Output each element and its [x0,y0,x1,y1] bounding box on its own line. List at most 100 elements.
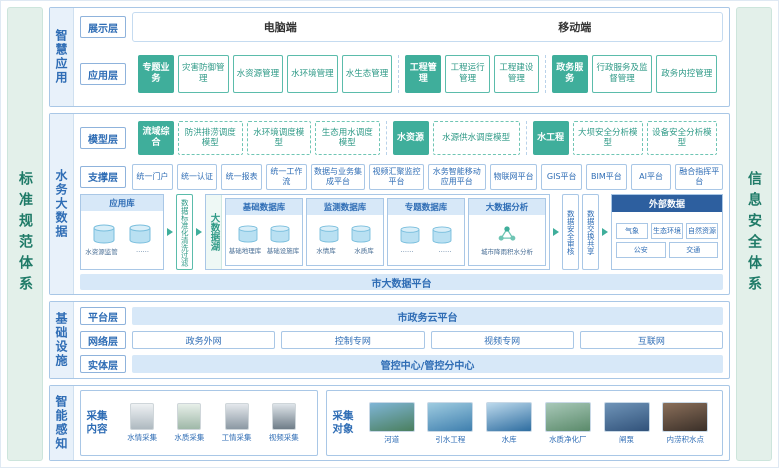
application-layer-label: 应用层 [80,63,126,85]
network-layer-row: 网络层 政务外网 控制专网 视频专网 互联网 [80,330,723,350]
target-item-sluice-pump: 闸泵 [603,401,650,445]
left-sidebar-standards-system: 标准规范体系 [7,7,43,461]
app-item-water-ecology: 水生态管理 [341,55,393,93]
group-head-engineering: 工程管理 [405,55,442,93]
support-item-iot-platform: 物联网平台 [489,163,538,190]
database-cylinder-icon [269,225,291,243]
application-database-panel: 应用库 水资源监管 …… [80,194,164,271]
section-label-smart-application: 智慧应用 [50,8,74,106]
collect-item-video: 视频采集 [269,403,299,443]
application-groups: 专题业务 灾害防御管理 水资源管理 水环境管理 水生态管理 工程管理 工程运行管… [132,55,723,93]
flow-arrow-icon [167,228,173,237]
water-diversion-photo [427,401,474,432]
app-item-disaster-defense: 灾害防御管理 [178,55,229,93]
big-data-lake-body: 基础数据库 基础地理库 基础设施库 [222,195,549,269]
target-item-caption: 水质净化厂 [549,434,587,444]
water-level-sensor-photo [130,403,155,430]
data-flow-row: 应用库 水资源监管 …… 数据标 [80,194,723,271]
base-database-panel: 基础数据库 基础地理库 基础设施库 [225,198,303,267]
database-cylinder-icon [350,225,372,243]
network-item-internet: 互联网 [579,331,723,349]
big-data-lake-title: 大数据湖 [206,195,222,270]
section-infrastructure: 基础设施 平台层 市政务云平台 网络层 政务外网 控制专网 视频专网 互联网 实… [49,301,730,379]
app-db-caption: …… [136,246,149,255]
support-item-unified-portal: 统一门户 [132,163,173,190]
collect-item-water-level: 水情采集 [127,403,157,443]
collect-item-engineering-status: 工情采集 [222,403,252,443]
model-group-basin: 流域综合 防洪排涝调度模型 水环境调度模型 生态用水调度模型 [132,121,386,156]
theme-database-title: 专题数据库 [388,199,464,216]
section-label-infrastructure: 基础设施 [50,302,74,378]
target-item-caption: 引水工程 [435,434,466,444]
support-item-gis-platform: GIS平台 [541,163,583,190]
app-db-caption: 水资源监管 [85,248,118,257]
support-item-fusion-command-platform: 融合指挥平台 [675,163,724,190]
external-item-ecology-environment: 生态环境 [651,223,683,240]
big-data-analysis-title: 大数据分析 [469,199,545,216]
support-item-data-business-integration: 数据与业务集成平台 [310,163,366,190]
app-item-water-environment: 水环境管理 [287,55,338,93]
big-data-analysis-panel: 大数据分析 城市降雨积水分析 [468,198,546,267]
network-layer-label: 网络层 [80,331,126,349]
main-panel: 智慧应用 展示层 电脑端 移动端 应用层 专题业务 灾害防御管理 水 [49,7,730,461]
right-sidebar-security-system: 信息安全体系 [736,7,772,461]
support-item-ai-platform: AI平台 [630,163,672,190]
purification-plant-photo [544,401,591,432]
big-data-lake-panel: 大数据湖 基础数据库 基础地理库 [205,194,550,271]
model-layer-label: 模型层 [80,127,126,150]
pc-terminal-label: 电脑端 [263,21,297,34]
theme-db-caption: …… [438,246,452,255]
model-item-water-supply-dispatch: 水源供水调度模型 [432,121,520,156]
database-cylinder-icon [128,224,152,244]
left-sidebar-label: 标准规范体系 [17,171,33,297]
group-head-thematic-business: 专题业务 [138,55,174,93]
waterlogging-point-photo [662,401,709,432]
collect-item-caption: 工情采集 [221,433,252,442]
monitor-db-caption: 水质库 [354,247,374,256]
app-item-admin-supervision: 行政服务及监督管理 [591,55,653,93]
target-item-caption: 闸泵 [619,434,635,444]
database-cylinder-icon [92,224,116,244]
support-items: 统一门户 统一认证 统一报表 统一工作流 数据与业务集成平台 视频汇聚监控平台 … [132,163,724,190]
monitor-database-panel: 监测数据库 水情库 水质库 [306,198,384,267]
collect-content-items: 水情采集 水质采集 工情采集 [113,395,313,451]
model-item-equipment-safety: 设备安全分析模型 [646,121,718,156]
engineering-sensor-photo [224,403,249,430]
base-db-caption: 基础设施库 [266,247,300,256]
sluice-pump-photo [603,401,650,432]
model-item-flood-dispatch: 防洪排涝调度模型 [178,121,243,156]
support-layer-label: 支撑层 [80,165,126,188]
target-item-caption: 河道 [384,434,400,444]
network-item-gov-extranet: 政务外网 [132,331,276,349]
monitor-db-caption: 水情库 [316,247,336,256]
target-item-waterlogging-point: 内涝积水点 [662,401,709,445]
model-item-water-env-dispatch: 水环境调度模型 [246,121,312,156]
collect-item-water-quality: 水质采集 [174,403,204,443]
water-big-data-body: 模型层 流域综合 防洪排涝调度模型 水环境调度模型 生态用水调度模型 水资源 水… [74,114,729,294]
support-item-video-monitor-platform: 视频汇聚监控平台 [369,163,424,190]
group-head-basin: 流域综合 [138,121,174,156]
display-layer-row: 展示层 电脑端 移动端 [80,12,723,42]
flow-arrow-icon [602,228,608,237]
base-db-caption: 基础地理库 [228,247,262,256]
analysis-caption: 城市降雨积水分析 [481,248,533,257]
target-item-river: 河道 [368,401,415,445]
base-database-title: 基础数据库 [226,199,302,216]
city-big-data-platform-bar: 市大数据平台 [80,274,723,291]
support-item-unified-workflow: 统一工作流 [266,163,307,190]
external-item-traffic: 交通 [668,242,718,259]
data-security-audit-box: 数据安全审核 [562,194,579,271]
collect-content-label: 采集内容 [86,409,108,435]
model-item-ecological-water-dispatch: 生态用水调度模型 [315,121,380,156]
river-photo [368,401,415,432]
database-cylinder-icon [399,226,421,244]
external-data-panel: 外部数据 气象 生态环境 自然资源 公安 交通 [611,194,723,271]
app-item-water-resources: 水资源管理 [232,55,284,93]
external-item-natural-resources: 自然资源 [686,223,718,240]
target-item-water-diversion: 引水工程 [427,401,474,445]
flow-arrow-icon [196,228,202,237]
app-item-government-internal-control: 政务内控管理 [656,55,718,93]
support-item-bim-platform: BIM平台 [586,163,627,190]
external-data-grid: 气象 生态环境 自然资源 公安 交通 [612,212,722,269]
